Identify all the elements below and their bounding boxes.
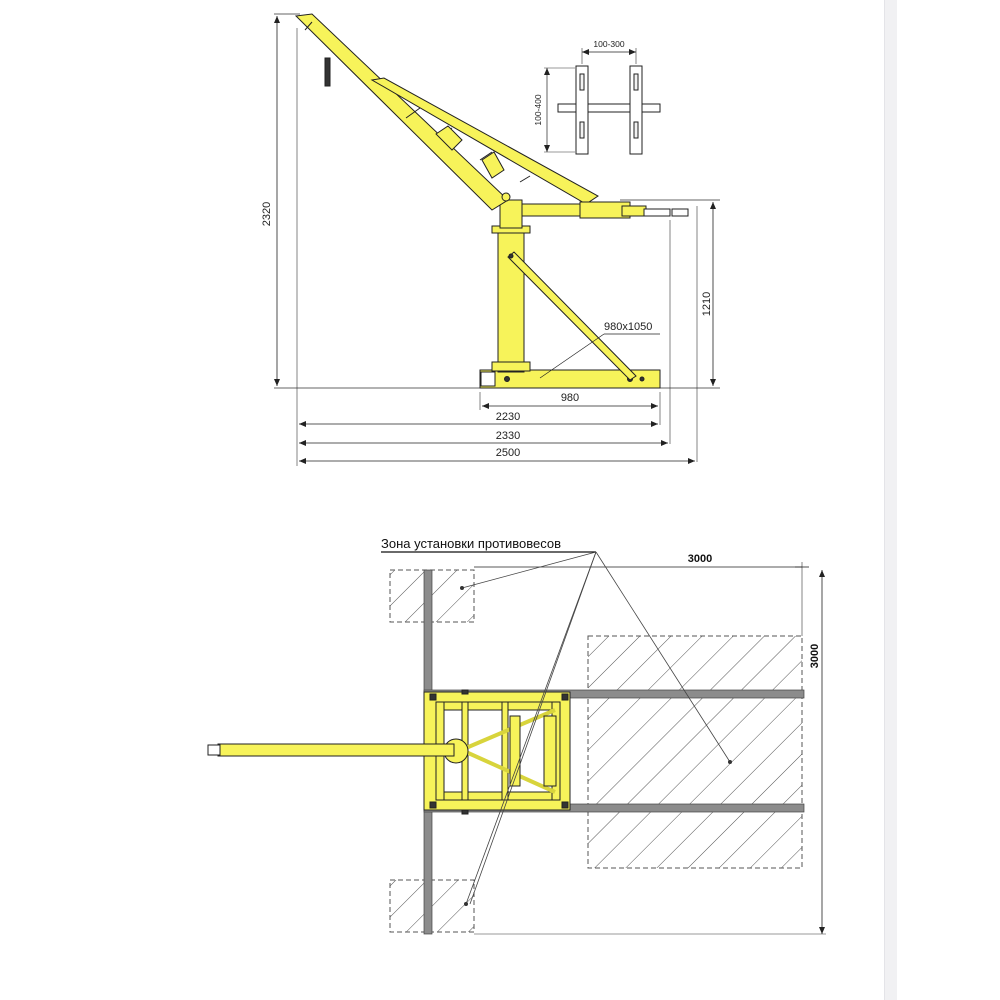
dim-text-3000-length: 3000 [688, 553, 712, 565]
dim-text-100-400: 100-400 [533, 94, 543, 125]
dim-text-980: 980 [561, 392, 579, 404]
dimension-height-mast: 1210 [701, 202, 716, 386]
detail-view: 100-300 100-400 [533, 39, 661, 155]
dim-text-980x1050: 980x1050 [604, 321, 652, 333]
dimension-length: 3000 [474, 553, 809, 636]
zone-label: Зона установки противовесов [381, 536, 561, 551]
crane-plan [207, 689, 571, 815]
dim-text-100-300: 100-300 [593, 39, 624, 49]
dimension-base: 980 [482, 392, 658, 409]
dim-text-3000-width: 3000 [809, 644, 821, 668]
dimension-width-2500: 2500 [299, 447, 695, 464]
zone-label-callout: Зона установки противовесов [381, 536, 732, 906]
dim-text-1210: 1210 [701, 292, 713, 316]
dim-text-2230: 2230 [496, 411, 520, 423]
plan-view: 3000 3000 [207, 536, 826, 935]
dimension-width: 3000 [474, 570, 826, 935]
scrollbar[interactable] [884, 0, 897, 1000]
dimension-width-2230: 2230 [299, 411, 658, 427]
dimension-height-total: 2320 [261, 16, 280, 386]
side-view: 2320 1210 980 2230 2330 2500 [261, 13, 720, 466]
dim-text-2320: 2320 [261, 202, 273, 226]
dim-text-2500: 2500 [496, 447, 520, 459]
dim-text-2330: 2330 [496, 430, 520, 442]
callout-frame-size: 980x1050 [539, 321, 660, 379]
crane-side [294, 13, 689, 389]
dimension-width-2330: 2330 [299, 430, 668, 446]
